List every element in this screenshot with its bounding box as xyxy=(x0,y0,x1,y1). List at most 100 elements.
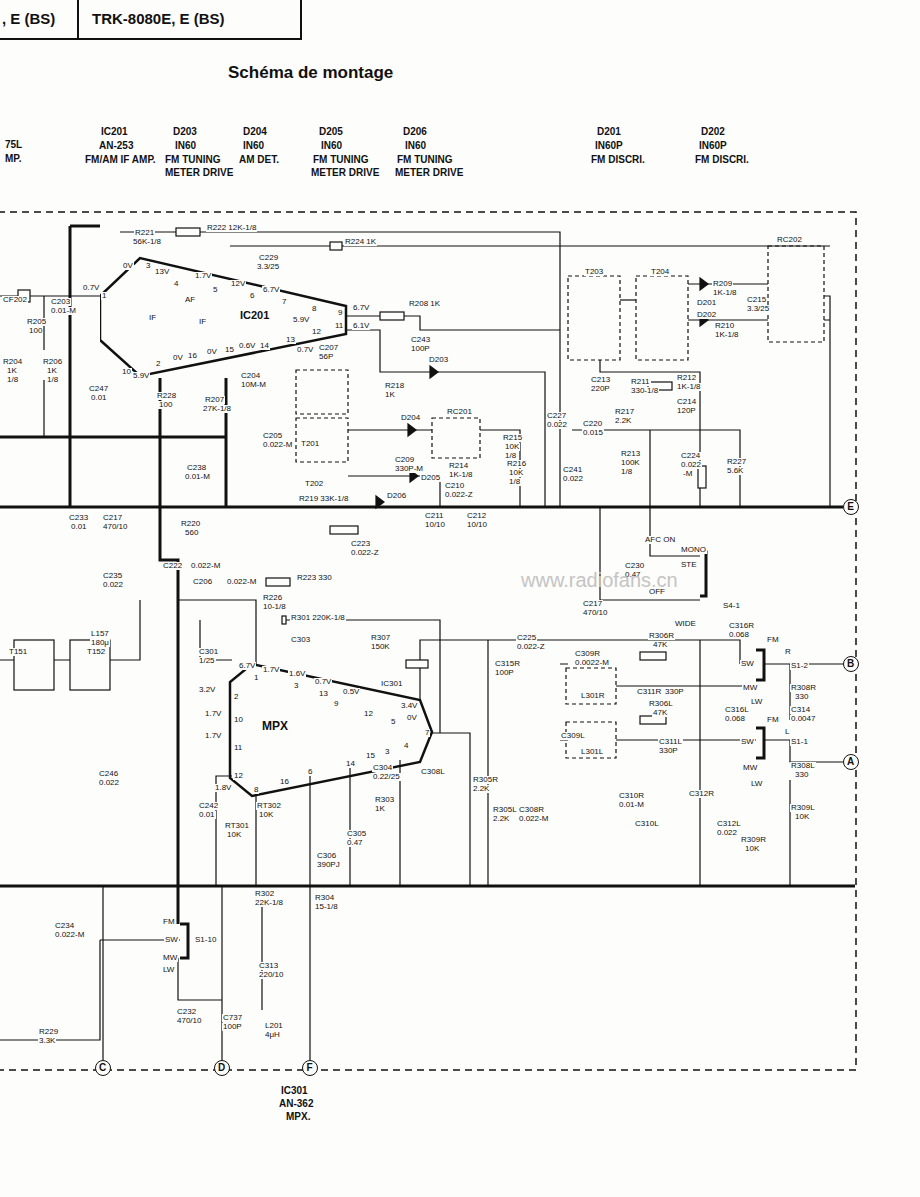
component-spec: FM DISCRI. xyxy=(590,155,646,165)
component-label: R206 xyxy=(42,358,63,366)
component-spec: D206 xyxy=(402,127,428,137)
component-label: 1K xyxy=(6,367,18,375)
component-label: C308R xyxy=(518,806,545,814)
component-label: 12V xyxy=(230,280,246,288)
node-text: D xyxy=(218,1063,225,1073)
component-label: 0.01-M xyxy=(184,473,211,481)
component-label: R307 xyxy=(370,634,391,642)
component-spec: D203 xyxy=(172,127,198,137)
component-label: RC201 xyxy=(446,408,473,416)
component-label: D201 xyxy=(696,299,717,307)
component-label: 150K xyxy=(370,643,391,651)
component-label: C243 xyxy=(410,336,431,344)
component-label: 1 xyxy=(253,674,259,682)
component-label: C242 xyxy=(198,802,219,810)
component-label: R304 xyxy=(314,894,335,902)
component-label: 0.0047 xyxy=(790,715,816,723)
component-label: C316L xyxy=(724,706,750,714)
component-label: MW xyxy=(742,764,758,772)
component-label: LW xyxy=(750,780,763,788)
component-label: C230 xyxy=(624,562,645,570)
component-spec: 75L xyxy=(4,140,23,150)
component-label: WIDE xyxy=(674,620,697,628)
component-label: R216 xyxy=(506,460,527,468)
component-label: MONO xyxy=(680,546,707,554)
component-label: SW xyxy=(740,738,755,746)
component-label: 100P xyxy=(494,669,515,677)
component-label: 0.22/25 xyxy=(372,773,401,781)
component-label: 3 xyxy=(293,682,299,690)
component-label: L301L xyxy=(580,748,604,756)
component-label: 10K xyxy=(794,813,810,821)
component-label: 100K xyxy=(620,459,641,467)
component-spec: METER DRIVE xyxy=(310,168,380,178)
component-label: 10/10 xyxy=(466,521,488,529)
header-box: , E (BS)TRK-8080E, E (BS) xyxy=(0,0,302,40)
component-label: 12 xyxy=(363,710,374,718)
component-label: C309L xyxy=(560,732,586,740)
connector-circle: D xyxy=(214,1060,230,1076)
component-label: R213 xyxy=(620,450,641,458)
connector-circle: B xyxy=(843,656,859,672)
component-label: 1.8V xyxy=(214,784,232,792)
component-label: 2.2K xyxy=(472,785,490,793)
component-label: T202 xyxy=(304,480,324,488)
component-label: R205 xyxy=(26,318,47,326)
component-label: 4 xyxy=(173,280,179,288)
component-label: 1/8 xyxy=(620,468,633,476)
component-label: 0.01 xyxy=(70,523,88,531)
component-label: 3.3/25 xyxy=(256,263,280,271)
component-label: 0.01-M xyxy=(618,801,645,809)
component-label: C311R xyxy=(636,688,662,696)
component-label: 0.022-M xyxy=(518,815,549,823)
connector-circle: A xyxy=(843,754,859,770)
component-label: R303 xyxy=(374,796,395,804)
component-spec: IC201 xyxy=(100,127,129,137)
component-label: 220/10 xyxy=(258,971,284,979)
component-label: R228 xyxy=(156,392,177,400)
component-spec: FM DISCRI. xyxy=(694,155,750,165)
component-label: 0.022-Z xyxy=(350,549,380,557)
component-label: FM xyxy=(766,716,780,724)
component-label: C232 xyxy=(176,1008,197,1016)
component-label: R217 xyxy=(614,408,635,416)
component-label: C303 xyxy=(290,636,311,644)
component-label: 5.9V xyxy=(292,316,310,324)
component-label: T151 xyxy=(8,648,28,656)
component-label: C246 xyxy=(98,770,119,778)
component-label: 5.9V xyxy=(132,372,150,380)
component-label: C312R xyxy=(688,790,715,798)
component-label: 10K xyxy=(258,811,274,819)
component-label: C314 xyxy=(790,706,811,714)
component-label: 10 xyxy=(233,716,244,724)
component-label: AFC ON xyxy=(644,536,676,544)
component-label: C224 xyxy=(680,452,701,460)
component-label: 1K xyxy=(46,367,58,375)
component-label: 9 xyxy=(337,309,343,317)
component-label: STE xyxy=(680,561,698,569)
component-spec: D202 xyxy=(700,127,726,137)
component-label: D205 xyxy=(420,474,441,482)
component-label: 0.7V xyxy=(82,284,100,292)
ic-outline-line xyxy=(230,664,432,796)
component-label: 12 xyxy=(233,772,244,780)
component-label: 0.022-Z xyxy=(444,491,474,499)
component-label: 180μ xyxy=(90,639,110,647)
component-label: SW xyxy=(740,660,755,668)
component-label: C312L xyxy=(716,820,742,828)
component-label: 3.3/25 xyxy=(746,305,770,313)
component-label: IF xyxy=(198,318,207,326)
component-label: C301 xyxy=(198,648,219,656)
component-label: L xyxy=(784,728,790,736)
node-text: E xyxy=(847,502,854,512)
component-label: 1 xyxy=(101,292,107,300)
component-label: R214 xyxy=(448,462,469,470)
component-label: 15 xyxy=(365,752,376,760)
component-label: R308L xyxy=(790,762,816,770)
component-label: D204 xyxy=(400,414,421,422)
component-label: D202 xyxy=(696,311,717,319)
component-label: 3.2V xyxy=(198,686,216,694)
component-label: R210 xyxy=(714,322,735,330)
component-label: 5.6K xyxy=(726,467,744,475)
component-label: IC301 xyxy=(380,680,403,688)
